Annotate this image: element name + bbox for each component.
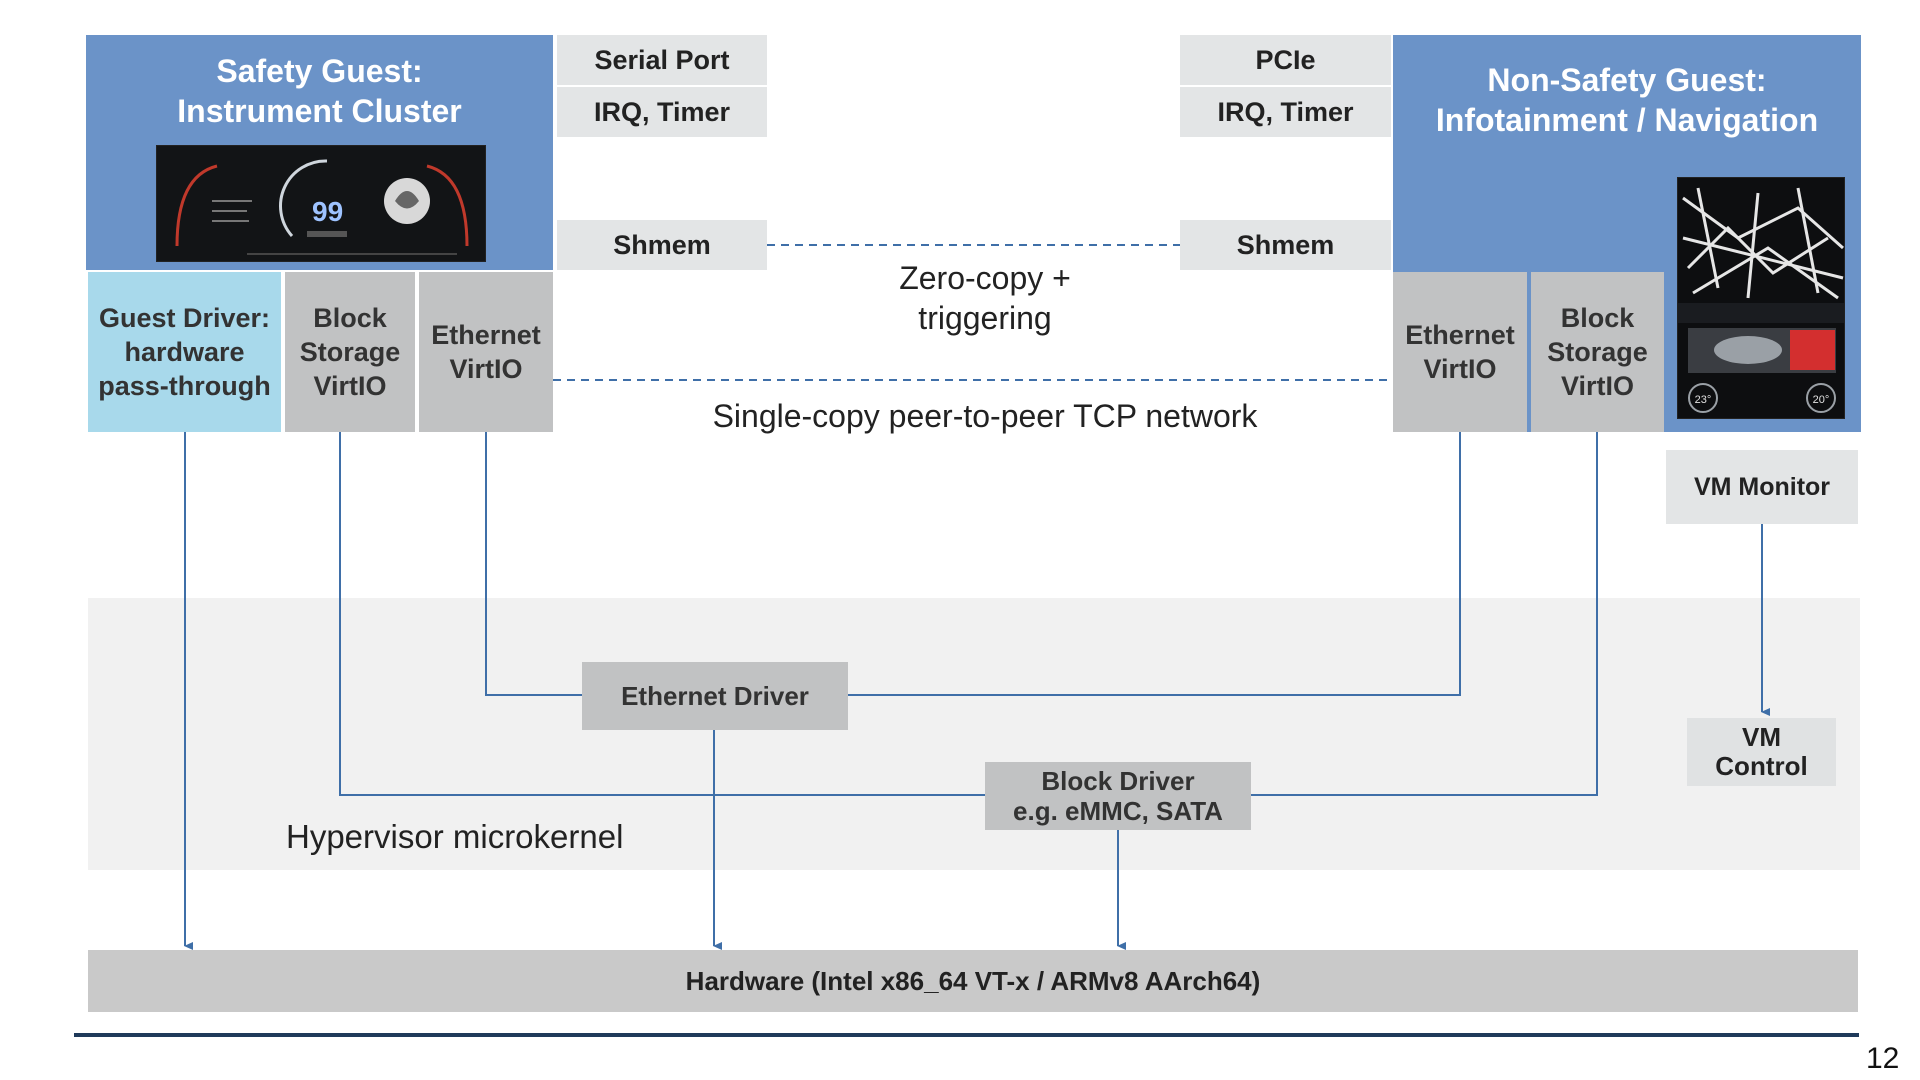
non-safety-block-storage-virtio-box: Block Storage VirtIO: [1531, 272, 1664, 432]
pcie-box: PCIe: [1180, 35, 1391, 85]
safety-shmem-box: Shmem: [557, 220, 767, 270]
vm-control-box: VM Control: [1687, 718, 1836, 786]
non-safety-block-link: [1251, 432, 1598, 796]
infotainment-screen-image: 23° 20°: [1677, 177, 1845, 419]
safety-ethernet-virtio-box: Ethernet VirtIO: [419, 272, 553, 432]
non-safety-ethernet-virtio-box: Ethernet VirtIO: [1393, 272, 1527, 432]
hypervisor-band: [88, 598, 1860, 870]
safety-guest-block: Safety Guest: Instrument Cluster 99: [86, 35, 553, 270]
zero-copy-label: Zero-copy + triggering: [899, 260, 1071, 336]
guest-driver-passthrough-box: Guest Driver: hardware pass-through: [88, 272, 281, 432]
serial-port-box: Serial Port: [557, 35, 767, 85]
vm-monitor-box: VM Monitor: [1666, 450, 1858, 524]
safety-ethernet-link: [485, 432, 582, 696]
ethernet-driver-box: Ethernet Driver: [582, 662, 848, 730]
footer-divider: [74, 1033, 1859, 1037]
non-safety-ethernet-link: [848, 432, 1461, 696]
page-number: 12: [1866, 1042, 1900, 1075]
instrument-cluster-image: 99: [156, 145, 486, 262]
safety-block-storage-virtio-box: Block Storage VirtIO: [285, 272, 415, 432]
hardware-bar: Hardware (Intel x86_64 VT-x / ARMv8 AArc…: [88, 950, 1858, 1012]
non-safety-shmem-box: Shmem: [1180, 220, 1391, 270]
temp-right-text: 20°: [1813, 394, 1830, 406]
temp-left-text: 23°: [1695, 394, 1712, 406]
cluster-speed-text: 99: [312, 196, 343, 227]
block-driver-box: Block Driver e.g. eMMC, SATA: [985, 762, 1251, 830]
safety-block-link: [339, 432, 985, 796]
hypervisor-label: Hypervisor microkernel: [286, 818, 624, 855]
non-safety-irq-timer-box: IRQ, Timer: [1180, 87, 1391, 137]
safety-irq-timer-box: IRQ, Timer: [557, 87, 767, 137]
single-copy-label: Single-copy peer-to-peer TCP network: [712, 398, 1258, 434]
non-safety-guest-title: Non-Safety Guest: Infotainment / Navigat…: [1435, 62, 1819, 138]
safety-guest-title: Safety Guest: Instrument Cluster: [177, 53, 462, 129]
